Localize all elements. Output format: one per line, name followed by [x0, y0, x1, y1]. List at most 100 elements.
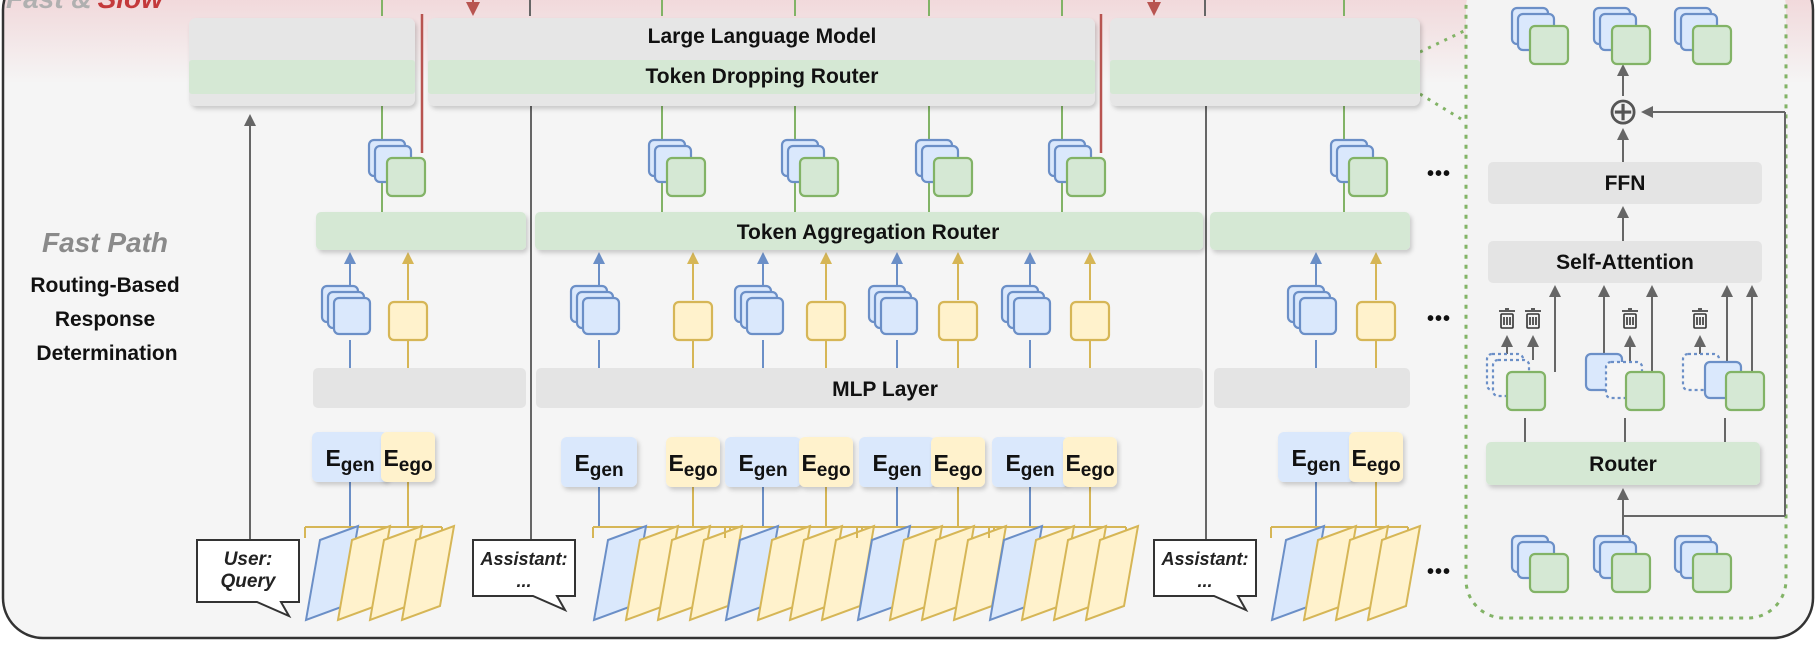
ellipsis-icon: ••• — [1427, 308, 1451, 330]
arrow-head — [1024, 252, 1036, 264]
aggregation-router-main — [535, 212, 1203, 250]
dropping-router-label: Token Dropping Router — [646, 65, 879, 88]
expert-ego-badge — [1063, 437, 1117, 487]
token-card-blue — [1298, 296, 1338, 336]
expert-ego-label: Eego — [1351, 445, 1400, 476]
self-attention-box — [1488, 241, 1762, 283]
token-card-green — [1528, 24, 1570, 66]
token-card-blue — [745, 296, 785, 336]
arrow-head — [1501, 335, 1513, 347]
arrow-head — [1370, 252, 1382, 264]
expert-gen-badge — [561, 437, 637, 487]
ffn-label: FFN — [1605, 172, 1646, 195]
token-card-green — [1624, 370, 1666, 412]
expert-ego-label: Eego — [668, 450, 717, 481]
token-card-green — [1724, 370, 1766, 412]
expert-gen-label: Egen — [872, 450, 921, 481]
token-card-blue — [879, 296, 919, 336]
expert-gen-badge — [725, 437, 801, 487]
token-card-green — [1528, 552, 1570, 594]
assistant-bubble-right-text: Assistant: — [1160, 549, 1248, 569]
arrow-head — [466, 2, 480, 16]
arrow-head — [593, 252, 605, 264]
expert-ego-badge — [931, 437, 985, 487]
expert-ego-label: Eego — [933, 450, 982, 481]
token-card-blue — [332, 296, 372, 336]
token-card-blue — [1012, 296, 1052, 336]
arrow-head — [1147, 2, 1161, 16]
assistant-bubble-left-text: Assistant: — [479, 549, 567, 569]
token-card-green — [798, 156, 840, 198]
expert-gen-label: Egen — [1291, 445, 1340, 476]
token-card-green — [1610, 552, 1652, 594]
expert-ego-badge — [381, 432, 435, 482]
trash-icon — [1622, 308, 1638, 329]
input-token-yellow — [1366, 524, 1422, 622]
token-card-yellow — [1355, 300, 1397, 342]
arrow-head — [757, 252, 769, 264]
token-card-yellow — [387, 300, 429, 342]
arrow-head — [1617, 488, 1629, 500]
expert-gen-badge — [1278, 432, 1354, 482]
user-query-bubble — [196, 539, 300, 619]
expert-ego-label: Eego — [1065, 450, 1114, 481]
fast-path-desc-line1: Routing-Based — [30, 274, 179, 297]
token-card-green — [932, 156, 974, 198]
token-card-yellow — [1069, 300, 1111, 342]
trash-icon — [1525, 308, 1541, 329]
arrow-head — [1310, 252, 1322, 264]
arrow-head — [891, 252, 903, 264]
trash-icon — [1692, 308, 1708, 329]
ellipsis-icon: ••• — [1427, 561, 1451, 583]
token-card-green — [1691, 24, 1733, 66]
arrow-head — [1598, 285, 1610, 297]
arrow-head — [1617, 128, 1629, 140]
arrow-head — [1084, 252, 1096, 264]
ffn-box — [1488, 162, 1762, 204]
arrow-head — [402, 252, 414, 264]
arrow-head — [820, 252, 832, 264]
arrow-head — [1746, 285, 1758, 297]
arrow-head — [1694, 335, 1706, 347]
token-card-green — [1347, 156, 1389, 198]
arrow-head — [244, 114, 256, 126]
fast-path-desc-line3: Determination — [36, 342, 177, 365]
expert-gen-label: Egen — [738, 450, 787, 481]
token-card-green — [1065, 156, 1107, 198]
token-card-yellow — [805, 300, 847, 342]
ellipsis-icon: ••• — [1427, 163, 1451, 185]
assistant-bubble-right-text: ... — [1197, 571, 1212, 591]
arrow-head — [687, 252, 699, 264]
user-query-bubble-text: User: — [224, 549, 273, 570]
token-card-green — [665, 156, 707, 198]
token-card-green — [1610, 24, 1652, 66]
expert-gen-badge — [992, 437, 1068, 487]
assistant-bubble-right — [1153, 539, 1257, 613]
expert-gen-label: Egen — [325, 445, 374, 476]
self-attention-label: Self-Attention — [1556, 251, 1694, 274]
input-token-yellow — [1084, 524, 1140, 622]
detail-router-box — [1486, 442, 1760, 485]
aggregation-router-label: Token Aggregation Router — [737, 221, 1000, 244]
arrow-head — [1641, 106, 1653, 118]
corner-title: Fast &Slow — [6, 0, 165, 14]
expert-gen-badge — [312, 432, 388, 482]
trash-icon — [1499, 308, 1515, 329]
expert-ego-badge — [1349, 432, 1403, 482]
expert-gen-label: Egen — [574, 450, 623, 481]
user-query-bubble-text: Query — [221, 571, 277, 592]
llm-box-main — [428, 18, 1095, 106]
assistant-bubble-left — [472, 539, 576, 613]
add-icon: ⊕ — [1607, 91, 1639, 133]
expert-gen-label: Egen — [1005, 450, 1054, 481]
token-card-blue — [581, 296, 621, 336]
detail-router-label: Router — [1589, 453, 1657, 476]
fast-path-desc-line2: Response — [55, 308, 155, 331]
arrow-head — [1624, 335, 1636, 347]
expert-ego-badge — [666, 437, 720, 487]
fast-path-title: Fast Path — [42, 227, 168, 258]
token-card-yellow — [672, 300, 714, 342]
mlp-layer-left — [313, 368, 526, 408]
token-card-green — [1691, 552, 1733, 594]
